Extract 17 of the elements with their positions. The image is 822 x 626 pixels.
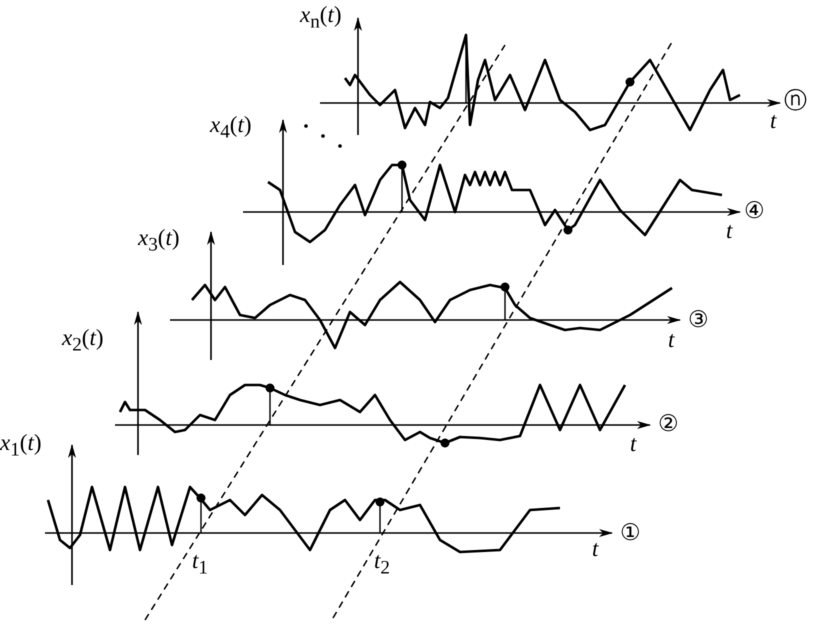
axis-label: t bbox=[726, 218, 732, 244]
row-number: ④ bbox=[744, 198, 765, 224]
axis-label: t bbox=[668, 327, 674, 353]
axis-label: t bbox=[770, 108, 776, 134]
axis-label: t bbox=[630, 431, 636, 457]
row-number: ③ bbox=[688, 307, 709, 333]
axis-label: x$_{1}$(t) bbox=[0, 430, 42, 463]
time-mark: t$_{2}$ bbox=[374, 548, 390, 581]
axis-label: x$_{2}$(t) bbox=[62, 325, 104, 358]
time-mark: t$_{1}$ bbox=[192, 548, 208, 581]
row-number: ⓝ bbox=[784, 88, 807, 114]
row-number: ② bbox=[658, 411, 679, 437]
axis-label: x$_{4}$(t) bbox=[210, 112, 252, 145]
axis-label: t bbox=[592, 536, 598, 562]
axis-label: x$_{3}$(t) bbox=[138, 225, 180, 258]
row-number: ① bbox=[620, 520, 641, 546]
axis-label: x$_{n}$(t) bbox=[300, 2, 342, 35]
